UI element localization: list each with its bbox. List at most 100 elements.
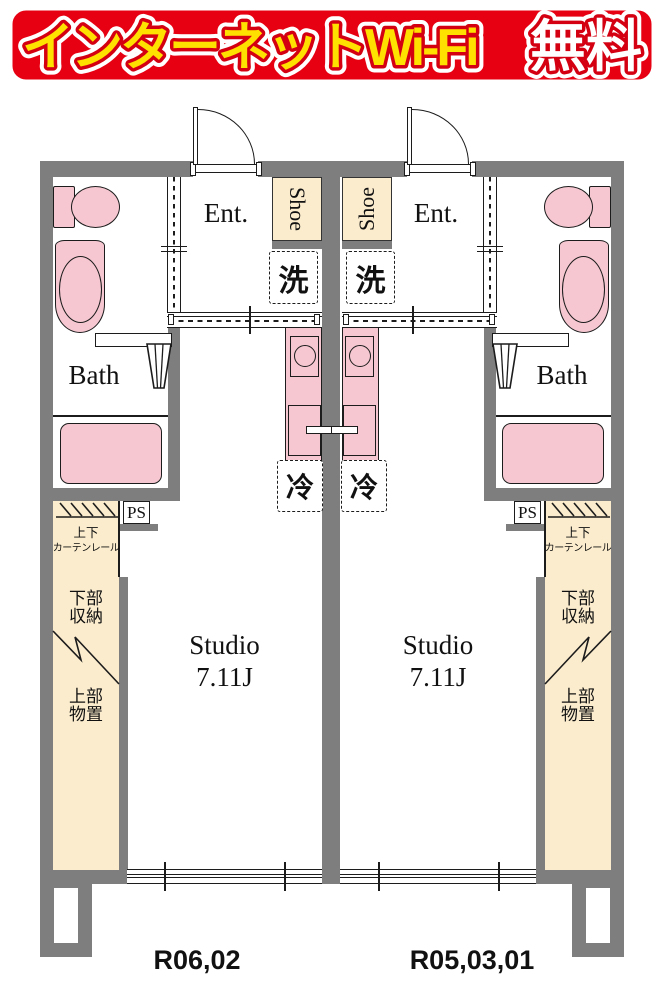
vanity-bowl-icon (59, 256, 102, 323)
partition-cap-right-b (489, 314, 495, 325)
partition-cap-right-a (343, 314, 349, 325)
lower-storage-label2-left: 収納 (69, 606, 103, 626)
wall-bath-side-left (168, 328, 180, 488)
partition-tick-left (249, 306, 251, 334)
partition-cap-left-b (314, 314, 320, 325)
closet-edge-left (118, 501, 120, 577)
wall-closet-left (119, 577, 128, 869)
washer-box-left: 洗 (269, 251, 318, 304)
curtain-rail-label2-left: カーテンレール (52, 543, 120, 554)
door-sill-left (193, 164, 258, 166)
bath-label-left: Bath (68, 359, 120, 390)
bath-label-right: Bath (536, 359, 588, 390)
upper-storage-label1-left: 上部 (69, 686, 103, 706)
sliding-door-tick-left-b (161, 251, 187, 253)
window-mullion-right-a (378, 862, 380, 891)
upper-storage-label2-left: 物置 (69, 704, 103, 724)
shoe-label-left: Shoe (285, 187, 310, 231)
room-number-right: R05,03,01 (409, 944, 535, 975)
upper-storage-label1-right: 上部 (561, 686, 595, 706)
wall-center (322, 161, 340, 884)
closet-edge-right (544, 501, 546, 577)
wall-ps-stub-right (506, 524, 545, 531)
shoe-label-right: Shoe (354, 187, 379, 231)
studio-size-right: 7.11J (409, 662, 467, 692)
entrance-label-right: Ent. (413, 197, 459, 228)
toilet-bowl-icon-right (544, 186, 593, 228)
entrance-label-left: Ent. (203, 197, 249, 228)
door-leaf-left (193, 107, 198, 165)
fridge-box-right: 冷 (341, 460, 387, 512)
wall-bath-bottom-left (40, 488, 180, 501)
wall-closet-right (536, 577, 545, 869)
lower-storage-label1-left: 下部 (69, 588, 103, 608)
door-sill-left-2 (193, 172, 258, 174)
window-mullion-right-b (498, 862, 500, 891)
partition-band-right (342, 312, 497, 328)
fridge-box-left: 冷 (277, 460, 323, 512)
door-jamb-left-b (256, 162, 262, 176)
studio-size-left: 7.11J (196, 662, 253, 692)
wall-bottom-right (536, 869, 624, 884)
window-mullion-left-b (284, 862, 286, 891)
banner-accent-halo: 無料 (530, 15, 642, 78)
wall-shoe-stub-right (342, 241, 392, 249)
window-right (340, 869, 536, 884)
washer-label-right: 洗 (355, 264, 386, 298)
partition-band-left (167, 312, 322, 328)
banner-accent-text: 無料 (530, 15, 642, 78)
curtain-rail-label1-right: 上下 (565, 525, 591, 540)
toilet-bowl-icon (71, 186, 120, 228)
window-left (127, 869, 322, 884)
bathtub-icon-right (502, 423, 604, 484)
wall-shoe-stub-left (272, 241, 322, 249)
curtain-rail-label2-right: カーテンレール (544, 543, 612, 554)
door-swing-arc-left (198, 109, 255, 164)
studio-label-right: Studio 7.11J (340, 628, 536, 694)
banner-main-text: インターネットWi-Fi (22, 19, 477, 77)
door-jamb-right-b (470, 162, 476, 176)
sliding-door-bath-right (483, 177, 497, 328)
porch-opening-left (54, 888, 78, 943)
bathtub-icon-left (60, 423, 162, 484)
partition-tick-right (412, 306, 414, 334)
door-sill-right-2 (407, 172, 472, 174)
partition-cap-left-a (168, 314, 174, 325)
ps-label-left: PS (127, 502, 146, 522)
studio-name-right: Studio (402, 630, 474, 660)
room-number-left: R06,02 (153, 944, 241, 975)
wall-ps-stub-left (119, 524, 158, 531)
ps-label-right: PS (518, 502, 537, 522)
wall-bath-bottom-right (484, 488, 624, 501)
sliding-door-tick-left-a (161, 246, 187, 248)
lower-storage-label1-right: 下部 (561, 588, 595, 608)
wall-bottom-left (40, 869, 128, 884)
washstand-icon-right (492, 343, 518, 389)
bath-separator-right (496, 415, 611, 417)
burner-icon-right (348, 345, 371, 367)
door-sill-right (407, 164, 472, 166)
washstand-icon-left (146, 343, 172, 389)
sliding-door-tick-right-b (477, 251, 503, 253)
sliding-door-tick-right-a (477, 246, 503, 248)
door-leaf-right (407, 107, 412, 165)
burner-icon-left (293, 345, 316, 367)
banner-main-halo: インターネットWi-Fi (22, 19, 477, 77)
washer-label-left: 洗 (278, 264, 309, 298)
storage-divider-zigzag-left (52, 630, 120, 685)
wall-bath-side-right (484, 328, 496, 488)
vanity-bowl-icon-right (561, 256, 605, 323)
curtain-rail-hatch-right (548, 502, 610, 518)
shoe-closet-right: Shoe (342, 177, 392, 241)
curtain-rail-hatch-left (56, 502, 118, 518)
shoe-closet-left: Shoe (272, 177, 322, 241)
lower-storage-label2-right: 収納 (561, 606, 595, 626)
wifi-banner: インターネットWi-Fi 無料 インターネットWi-Fi 無料 (7, 5, 657, 86)
banner-background (7, 5, 657, 85)
storage-divider-zigzag-right (544, 630, 612, 685)
porch-opening-right (586, 888, 610, 943)
faucet-icon-left (306, 426, 333, 434)
closet-right (545, 501, 611, 870)
closet-left (53, 501, 119, 870)
